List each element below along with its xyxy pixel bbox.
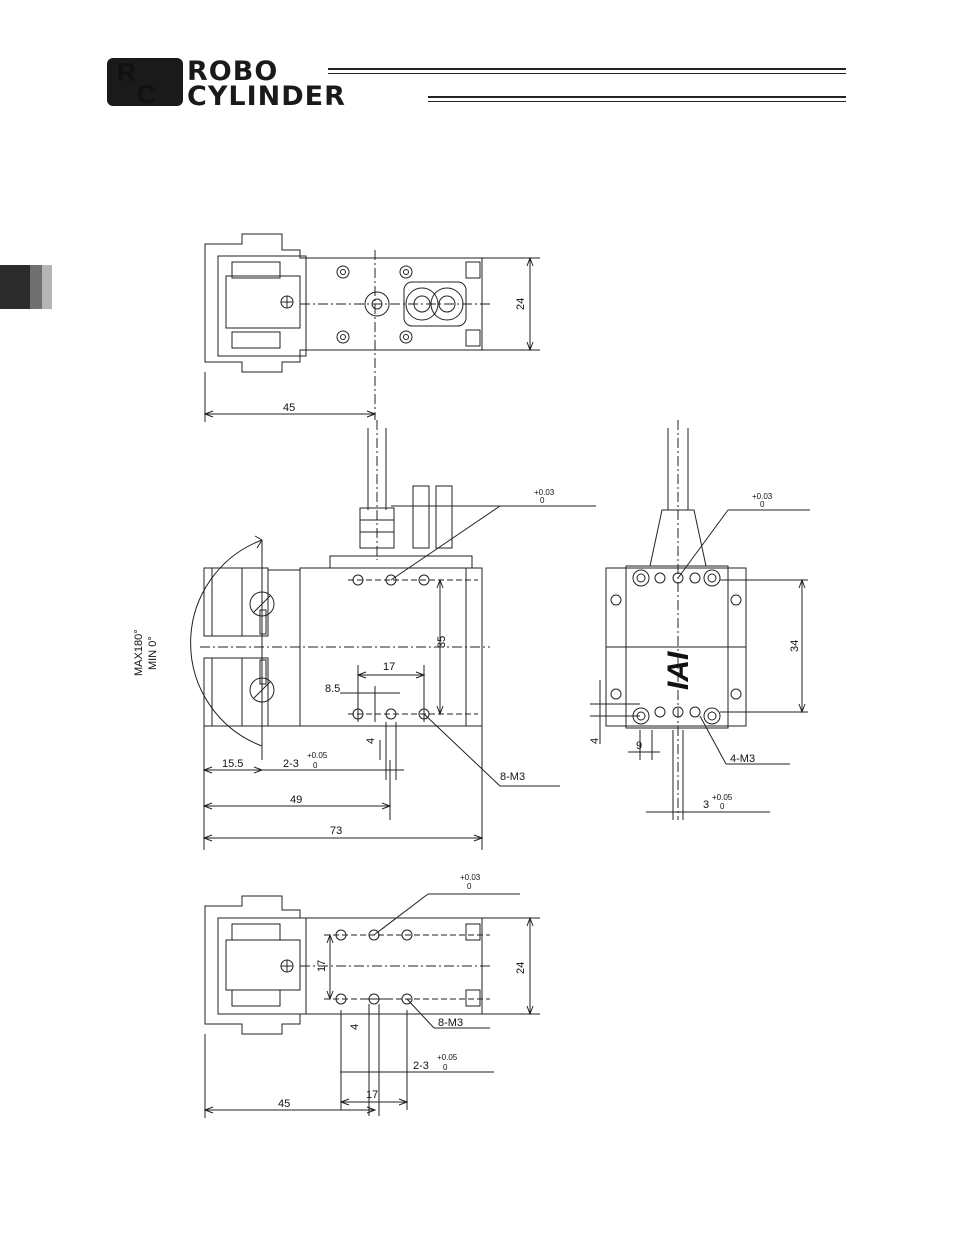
side-dim-49: 49 [290, 794, 302, 806]
end-pin-label: 3 [703, 799, 709, 811]
end-dim-34: 34 [789, 640, 801, 652]
end-pin-tol-lower: 0 [720, 802, 725, 811]
side-pin-label: 2-3 [283, 758, 299, 770]
end-tol-lower: 0 [760, 500, 765, 509]
side-dim-73: 73 [330, 825, 342, 837]
side-dim-4: 4 [365, 738, 377, 744]
side-angle-max: MAX180° [133, 629, 145, 676]
side-angle-min: MIN 0° [147, 636, 159, 670]
bottom-tol-upper: +0.03 [460, 873, 481, 882]
bottom-pin-tol-lower: 0 [443, 1063, 448, 1072]
side-tol-lower: 0 [540, 496, 545, 505]
side-pin-tol-lower: 0 [313, 761, 318, 770]
end-pin-tol-upper: +0.05 [712, 793, 733, 802]
end-brand-iai: IAI [662, 651, 695, 690]
top-dim-24: 24 [515, 298, 527, 310]
end-dim-9: 9 [636, 740, 642, 752]
side-pin-tol-upper: +0.05 [307, 751, 328, 760]
side-dim-8-5: 8.5 [325, 683, 340, 695]
side-dim-15-5: 15.5 [222, 758, 243, 770]
top-dim-45: 45 [283, 402, 295, 414]
bottom-tap-label: 8-M3 [438, 1017, 463, 1029]
bottom-dim-17-vertical: 17 [316, 960, 328, 972]
end-dim-4: 4 [589, 738, 601, 744]
bottom-dim-45: 45 [278, 1098, 290, 1110]
end-tap-label: 4-M3 [730, 753, 755, 765]
side-dim-35: 35 [436, 636, 448, 648]
bottom-dim-24: 24 [515, 962, 527, 974]
bottom-dim-4: 4 [349, 1024, 361, 1030]
bottom-pin-tol-upper: +0.05 [437, 1053, 458, 1062]
bottom-pin-label: 2-3 [413, 1060, 429, 1072]
bottom-tol-lower: 0 [467, 882, 472, 891]
bottom-dim-17-horizontal: 17 [366, 1089, 378, 1101]
side-dim-17: 17 [383, 661, 395, 673]
side-tap-label: 8-M3 [500, 771, 525, 783]
